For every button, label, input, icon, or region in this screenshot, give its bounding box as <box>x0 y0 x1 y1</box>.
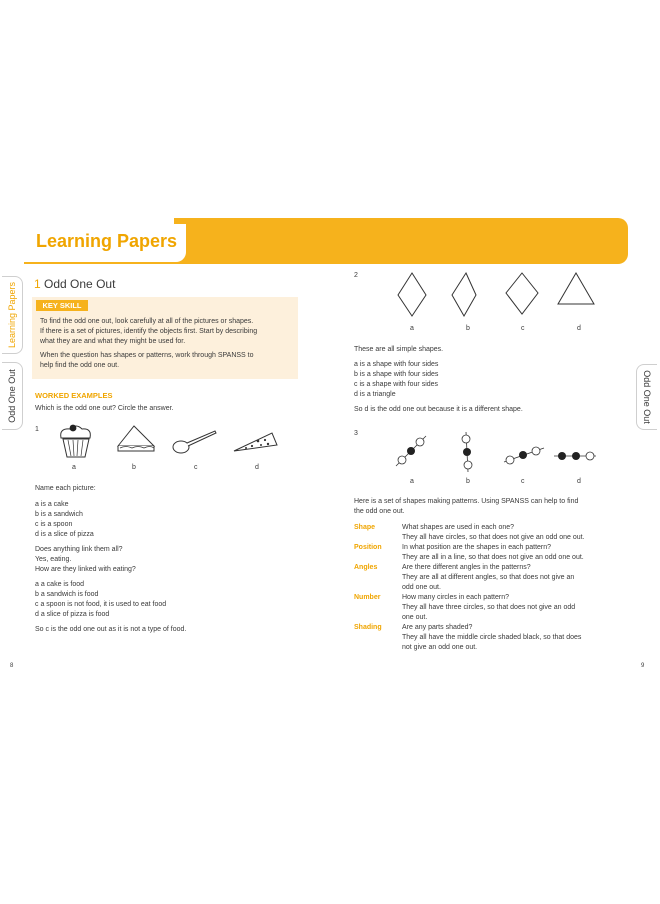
side-tab-odd-one-out-left-label: Odd One Out <box>7 369 17 423</box>
pattern-label: b <box>466 478 470 485</box>
key-skill-line: If there is a set of pictures, identify … <box>40 328 258 335</box>
worked-examples-heading: WORKED EXAMPLES <box>35 391 113 400</box>
spanss-term-position: Position <box>354 544 382 551</box>
page-number-left: 8 <box>10 663 14 669</box>
key-skill-line: help find the odd one out. <box>40 362 120 369</box>
pattern-d <box>554 451 596 461</box>
q2-intro: These are all simple shapes. <box>354 346 444 353</box>
side-tab-odd-one-out-right[interactable]: Odd One Out <box>636 364 657 430</box>
spanss-line: one out. <box>402 614 428 621</box>
key-skill-line: When the question has shapes or patterns… <box>40 352 254 359</box>
pattern-label: d <box>577 478 581 485</box>
spanss-line: odd one out. <box>402 584 441 591</box>
shape-label: c <box>521 325 525 332</box>
side-tab-learning-papers[interactable]: Learning Papers <box>2 276 23 354</box>
pattern-label: a <box>410 478 414 485</box>
worked-line: Yes, eating. <box>35 556 72 563</box>
side-tab-odd-one-out-right-label: Odd One Out <box>642 370 652 424</box>
pizza-slice-picture[interactable] <box>232 431 278 455</box>
worked-line: d is a slice of pizza <box>35 531 94 538</box>
q2-conclusion: So d is the odd one out because it is a … <box>354 406 523 413</box>
chapter-heading: 1 Odd One Out <box>34 277 115 291</box>
spanss-line: What shapes are used in each one? <box>402 524 515 531</box>
picture-label: a <box>72 464 76 471</box>
question-number-3: 3 <box>354 430 358 437</box>
question-number-1: 1 <box>35 426 39 433</box>
header-banner <box>174 218 628 264</box>
spanss-line: Are any parts shaded? <box>402 624 473 631</box>
spanss-term-number: Number <box>354 594 381 601</box>
pattern-c <box>503 446 545 465</box>
spanss-term-shading: Shading <box>354 624 382 631</box>
key-skill-label: KEY SKILL <box>36 300 88 311</box>
worked-line: b is a sandwich <box>35 511 83 518</box>
spanss-line: They are all at different angles, so tha… <box>402 574 575 581</box>
worked-line: b a sandwich is food <box>35 591 99 598</box>
picture-label: c <box>194 464 198 471</box>
worked-line: c a spoon is not food, it is used to eat… <box>35 601 167 608</box>
rhombus-shape-c <box>505 272 539 315</box>
worked-line: a is a cake <box>35 501 69 508</box>
pattern-b <box>461 431 473 473</box>
shape-label: b <box>466 325 470 332</box>
spanss-line: They all have the middle circle shaded b… <box>402 634 582 641</box>
spanss-line: They all have circles, so that does not … <box>402 534 585 541</box>
key-skill-line: what they are and what they might be use… <box>40 338 186 345</box>
key-skill-line: To find the odd one out, look carefully … <box>40 318 254 325</box>
q2-line: a is a shape with four sides <box>354 361 439 368</box>
spanss-term-shape: Shape <box>354 524 376 531</box>
triangle-shape-d <box>557 272 595 305</box>
q3-intro-line: the odd one out. <box>354 508 405 515</box>
spanss-line: Are there different angles in the patter… <box>402 564 531 571</box>
chapter-number: 1 <box>34 277 41 291</box>
q3-intro-line: Here is a set of shapes making patterns.… <box>354 498 579 505</box>
spanss-term-angles: Angles <box>354 564 378 571</box>
cupcake-picture[interactable] <box>58 424 94 460</box>
spanss-line: In what position are the shapes in each … <box>402 544 552 551</box>
worked-line: d a slice of pizza is food <box>35 611 110 618</box>
q2-line: b is a shape with four sides <box>354 371 439 378</box>
worked-line: Does anything link them all? <box>35 546 123 553</box>
section-tab <box>24 224 188 264</box>
kite-shape-a <box>397 272 427 317</box>
picture-label: b <box>132 464 136 471</box>
chapter-title: Odd One Out <box>44 277 116 291</box>
picture-label: d <box>255 464 259 471</box>
worked-line: Name each picture: <box>35 485 96 492</box>
pattern-label: c <box>521 478 525 485</box>
spanss-line: How many circles in each pattern? <box>402 594 509 601</box>
pattern-a <box>395 435 427 467</box>
shape-label: d <box>577 325 581 332</box>
worked-line: c is a spoon <box>35 521 73 528</box>
side-tab-odd-one-out-left[interactable]: Odd One Out <box>2 362 23 430</box>
q2-shapes <box>397 271 595 318</box>
question-number-2: 2 <box>354 272 358 279</box>
worked-line: a a cake is food <box>35 581 85 588</box>
side-tab-learning-papers-label: Learning Papers <box>7 281 17 349</box>
q2-line: d is a triangle <box>354 391 396 398</box>
q2-line: c is a shape with four sides <box>354 381 439 388</box>
spanss-line: They are all in a line, so that does not… <box>402 554 584 561</box>
spanss-line: not give an odd one out. <box>402 644 478 651</box>
q3-patterns <box>395 431 596 473</box>
sandwich-picture[interactable] <box>116 424 156 454</box>
worked-line: How are they linked with eating? <box>35 566 136 573</box>
kite-shape-b <box>451 271 477 318</box>
worked-examples-instruction: Which is the odd one out? Circle the ans… <box>35 405 174 412</box>
spoon-picture[interactable] <box>172 428 218 456</box>
shape-label: a <box>410 325 414 332</box>
section-title: Learning Papers <box>36 231 178 251</box>
spanss-line: They all have three circles, so that doe… <box>402 604 576 611</box>
worked-conclusion: So c is the odd one out as it is not a t… <box>35 626 187 633</box>
page-number-right: 9 <box>641 663 645 669</box>
